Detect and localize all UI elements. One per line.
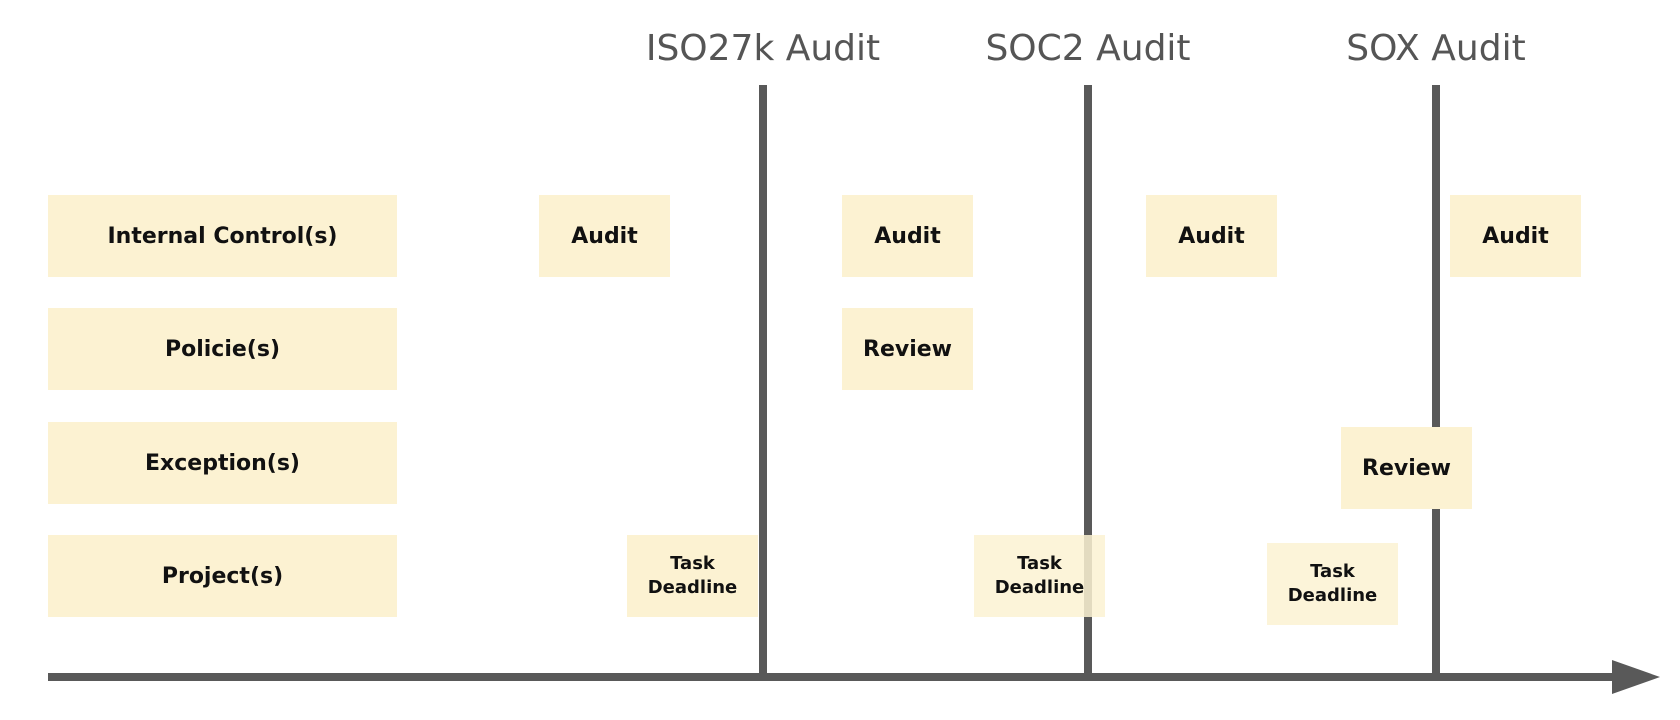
- time-axis-arrowhead: [1612, 660, 1660, 694]
- row-label-policies: Policie(s): [48, 308, 397, 390]
- task-deadline-note-1: Task Deadline: [627, 535, 758, 617]
- milestone-label-soc2: SOC2 Audit: [985, 28, 1191, 69]
- row-label-exceptions: Exception(s): [48, 422, 397, 504]
- audit-note-3: Audit: [1146, 195, 1277, 277]
- row-label-projects: Project(s): [48, 535, 397, 617]
- milestone-label-iso27k: ISO27k Audit: [645, 28, 881, 69]
- audit-note-4: Audit: [1450, 195, 1581, 277]
- milestone-label-sox: SOX Audit: [1346, 28, 1526, 69]
- row-label-internal-controls: Internal Control(s): [48, 195, 397, 277]
- review-note-exceptions: Review: [1341, 427, 1472, 509]
- task-deadline-note-3: Task Deadline: [1267, 543, 1398, 625]
- audit-note-1: Audit: [539, 195, 670, 277]
- task-deadline-note-2: Task Deadline: [974, 535, 1105, 617]
- review-note-policies: Review: [842, 308, 973, 390]
- audit-note-2: Audit: [842, 195, 973, 277]
